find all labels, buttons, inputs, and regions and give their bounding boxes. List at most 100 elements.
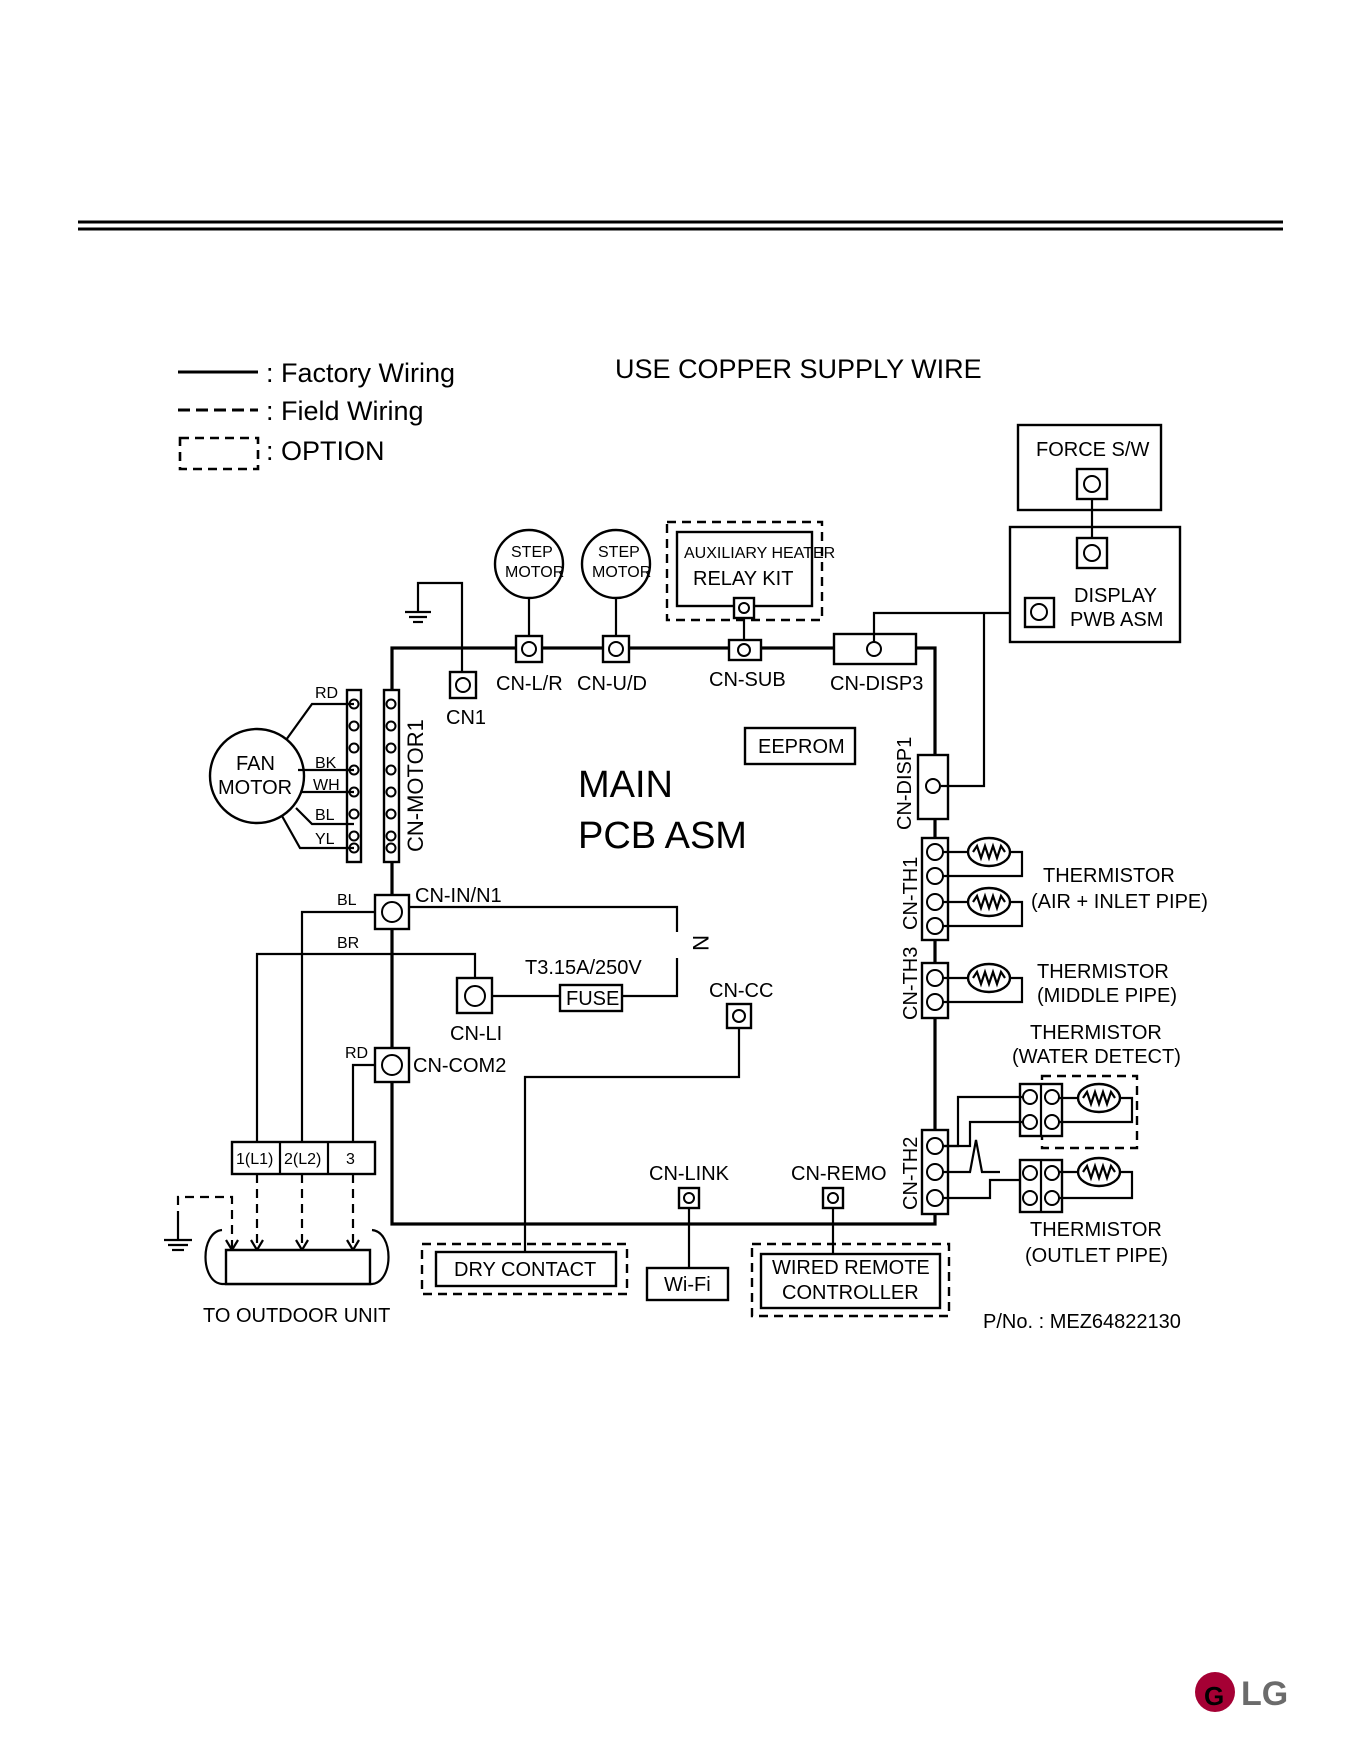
th-air-label-1: THERMISTOR [1043,865,1175,887]
display-pwb-label-2: PWB ASM [1070,609,1163,631]
outdoor-unit-box [224,1248,372,1286]
eeprom-box [743,726,857,766]
resistor-icon [1076,1156,1122,1188]
lg-logo-icon: G LG [1195,1672,1288,1713]
legend: : Factory Wiring : Field Wiring : OPTION [178,358,455,471]
fan-motor [208,727,306,825]
wifi-box [645,1266,730,1302]
dry-contact-option [420,1242,629,1296]
dry-contact-label: DRY CONTACT [454,1259,596,1281]
lg-logo-text: LG [1241,1675,1288,1713]
cn-sub-label: CN-SUB [709,669,786,691]
cn-motor1-label: CN-MOTOR1 [403,719,428,852]
motor-pin [385,808,397,820]
wifi-label: Wi-Fi [664,1274,711,1296]
eeprom-label: EEPROM [758,736,845,758]
ground-icon [405,590,431,624]
motor-pin [348,830,360,842]
motor-plug [345,688,363,864]
dry-contact-box [434,1250,618,1288]
resistor-icon [966,886,1012,918]
motor-pin [385,786,397,798]
cn-disp1-label: CN-DISP1 [894,737,916,830]
cn-li-label: CN-LI [450,1023,502,1045]
terminal-block [230,1140,377,1176]
fuse-label: FUSE [566,988,619,1010]
display-pwb-label-1: DISPLAY [1074,585,1157,607]
wire-wh-label: WH [313,777,340,794]
wire-bk-label: BK [315,755,337,772]
motor-pin [385,764,397,776]
cn-motor1-connector [382,688,401,864]
cn-remo-label: CN-REMO [791,1163,887,1185]
outdoor-field-wiring [176,1174,360,1253]
resistor-icon [966,962,1012,994]
th-water-label-1: THERMISTOR [1030,1022,1162,1044]
cn-link-label: CN-LINK [649,1163,730,1185]
wire-rd2-label: RD [345,1045,368,1062]
fuse-rating-label: T3.15A/250V [525,957,642,979]
force-sw-label: FORCE S/W [1036,439,1149,461]
motor-pin [348,742,360,754]
copper-note: USE COPPER SUPPLY WIRE [615,354,982,384]
legend-option: : OPTION [266,436,385,466]
resistor-icon [1076,1082,1122,1114]
n-mark-label: N [688,935,713,951]
th-mid-label-2: (MIDDLE PIPE) [1037,985,1177,1007]
cn-in-n1-label: CN-IN/N1 [415,885,502,907]
th-mid-label-1: THERMISTOR [1037,961,1169,983]
water-detect-option [1040,1074,1139,1150]
cn-disp3-label: CN-DISP3 [830,673,923,695]
main-pcb-label-1: MAIN [578,764,673,806]
aux-heater-box [675,530,814,608]
wire-bl2-label: BL [337,892,357,909]
aux-heater-label-1: AUXILIARY HEATER [684,545,835,562]
ground-icon [164,1220,192,1252]
cn-cc-label: CN-CC [709,980,773,1002]
motor-pin [385,698,397,710]
resistor-icon [966,836,1012,868]
step-motor-ud-label-1: STEP [598,544,640,561]
motor-pin [348,720,360,732]
motor-pin [385,842,397,854]
wire-yl-label: YL [315,831,335,848]
step-motor-lr-label-2: MOTOR [505,564,564,581]
wired-remote-label-1: WIRED REMOTE [772,1257,930,1279]
th-out-label-1: THERMISTOR [1030,1219,1162,1241]
wire-bl-label: BL [315,807,335,824]
motor-pin [385,742,397,754]
legend-factory: : Factory Wiring [266,358,455,388]
step-motor-lr-label-1: STEP [511,544,553,561]
fuse-box [558,983,624,1013]
legend-field: : Field Wiring [266,396,424,426]
step-motor-ud-label-2: MOTOR [592,564,651,581]
th-water-label-2: (WATER DETECT) [1012,1046,1181,1068]
th-out-label-2: (OUTLET PIPE) [1025,1245,1168,1267]
cn1-label: CN1 [446,707,486,729]
wired-remote-box [759,1252,942,1310]
cn-lr-label: CN-L/R [496,673,563,695]
cn-ud-label: CN-U/D [577,673,647,695]
svg-text:G: G [1204,1681,1224,1711]
outdoor-unit-label: TO OUTDOOR UNIT [203,1305,390,1327]
terminal-2: 2(L2) [284,1151,321,1168]
wire-br-label: BR [337,935,359,952]
wired-remote-option [750,1242,951,1318]
part-number: P/No. : MEZ64822130 [983,1311,1181,1333]
cn-com2-label: CN-COM2 [413,1055,506,1077]
fan-motor-label-1: FAN [236,753,275,775]
aux-heater-label-2: RELAY KIT [693,568,793,590]
fan-motor-label-2: MOTOR [218,777,292,799]
terminal-3: 3 [346,1151,355,1168]
cn-th3-label: CN-TH3 [900,947,922,1020]
motor-pin [385,720,397,732]
wired-remote-label-2: CONTROLLER [782,1282,919,1304]
motor-pin [385,830,397,842]
terminal-1: 1(L1) [236,1151,273,1168]
header-rule [78,220,1283,231]
main-pcb-label-2: PCB ASM [578,815,747,857]
cn-th2-label: CN-TH2 [900,1137,922,1210]
motor-pin [348,808,360,820]
wire-rd-label: RD [315,685,338,702]
